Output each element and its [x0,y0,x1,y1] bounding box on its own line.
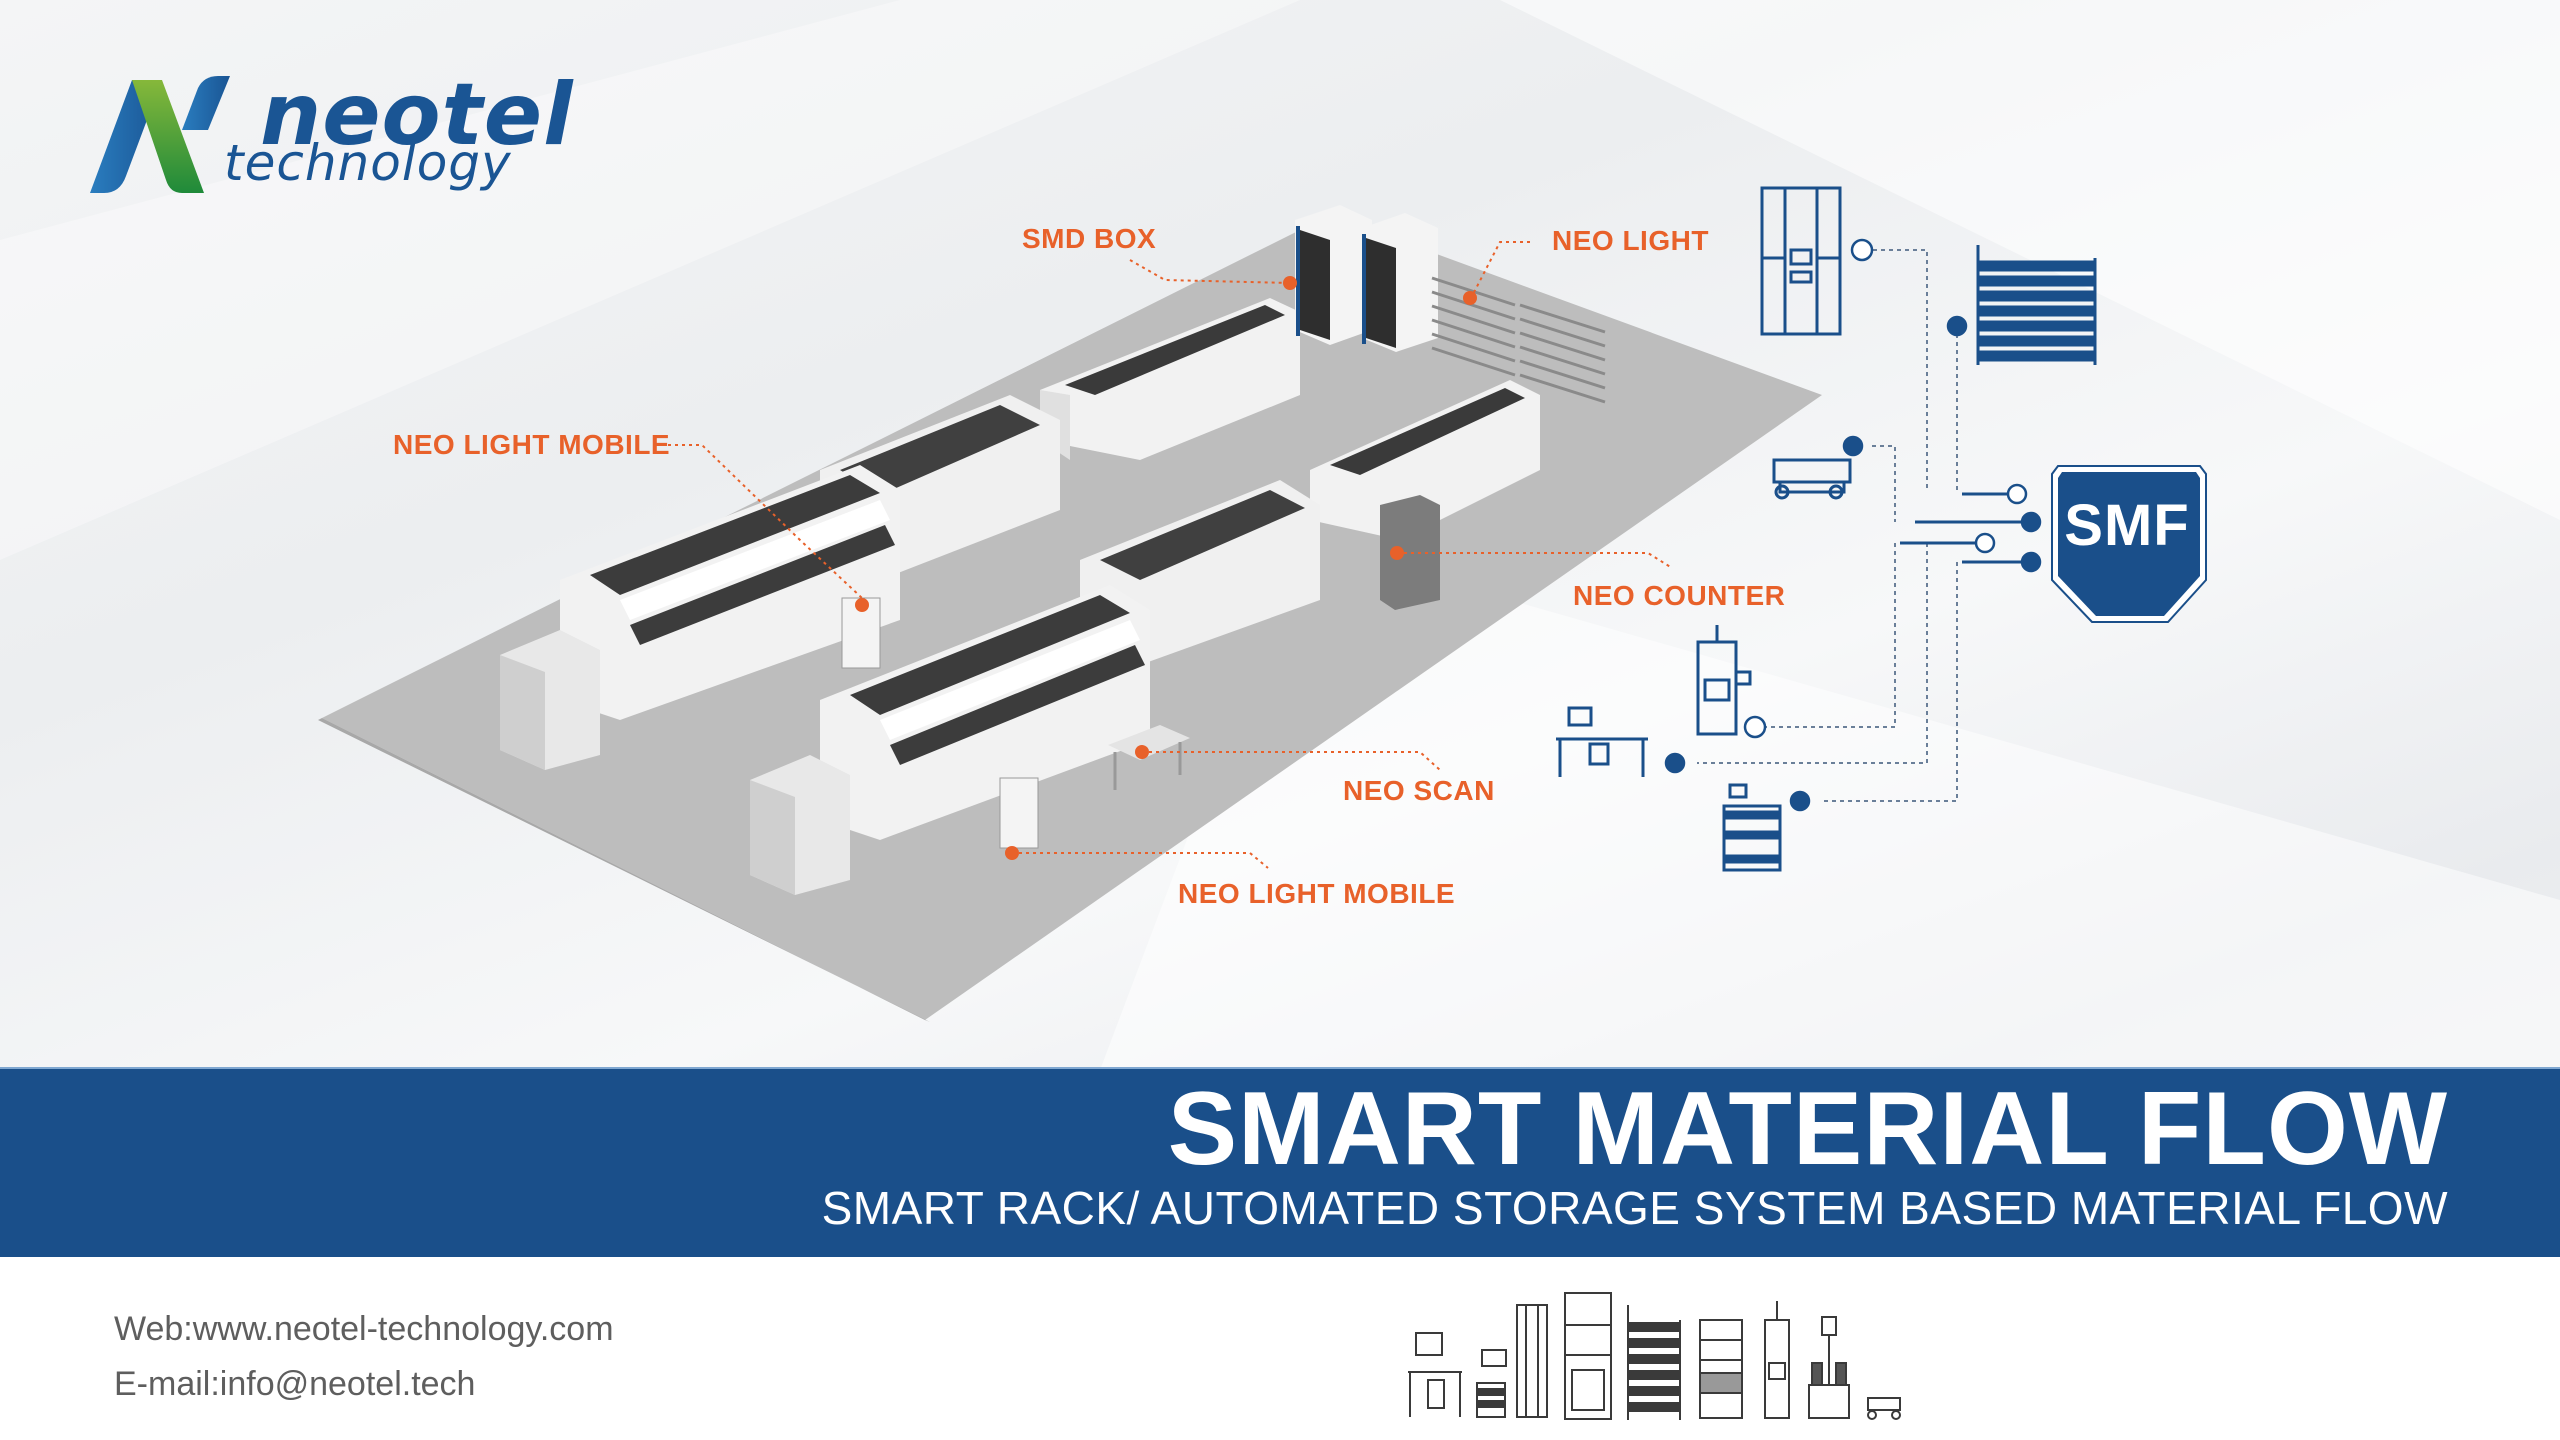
neotel-logo-mark-icon [90,76,230,193]
storage-tower-icon [1516,1304,1548,1418]
x-ray-counter-icon [1764,1301,1790,1419]
scan-workstation-icon [1408,1332,1462,1417]
smf-hub-badge [2051,465,2207,623]
mobile-cart-icon [1722,783,1782,872]
callout-neo-scan: NEO SCAN [1343,775,1495,806]
banner-subtitle: SMART RACK/ AUTOMATED STORAGE SYSTEM BAS… [821,1182,2448,1234]
smd-box-towers [1295,205,1438,352]
callout-neo-counter: NEO COUNTER [1573,580,1786,611]
title-banner [0,1067,2560,1259]
callout-neo-light: NEO LIGHT [1552,225,1709,256]
agv-robot-icon [1772,458,1852,500]
neo-counter-machine [1380,495,1440,610]
feeder-rack-icon [1699,1319,1743,1419]
reel-tower-icon [1808,1316,1850,1419]
automated-storage-tower-icon [1760,186,1842,336]
banner-title: SMART MATERIAL FLOW [1167,1071,2448,1187]
brand-logo: neotel technology [90,68,573,208]
neo-light-mobile-cart [999,777,1039,849]
logo-wordmark: neotel [260,65,574,165]
smf-network-diagram [1556,186,2207,872]
smart-rack-icon [1976,245,2097,365]
agv-robot-icon [1867,1397,1901,1420]
website-link[interactable]: Web:www.neotel-technology.com [114,1310,614,1348]
footer [0,1257,2560,1440]
callout-leaders [668,241,1673,869]
logo-tagline: technology [224,134,512,192]
callout-dots [855,276,1477,860]
callout-smd-box: SMD BOX [1022,223,1157,254]
smart-rack-icon [1627,1305,1681,1420]
email-link[interactable]: E-mail:info@neotel.tech [114,1365,476,1403]
callout-neo-light-mobile-top: NEO LIGHT MOBILE [393,429,671,460]
smt-line-front [750,380,1540,895]
product-icon-strip [1408,1292,1901,1420]
x-ray-counter-icon [1696,625,1752,736]
scan-workstation-icon [1556,706,1648,777]
factory-floor-illustration [318,205,1822,1022]
callout-neo-light-mobile-bottom: NEO LIGHT MOBILE [1178,878,1456,909]
connector-dots [1664,238,2042,812]
mobile-cart-icon [1476,1349,1507,1418]
neo-scan-table [1108,725,1190,790]
smt-line-back [500,298,1300,770]
large-storage-system-icon [1564,1292,1612,1420]
smf-hub-label: SMF [2064,493,2190,558]
